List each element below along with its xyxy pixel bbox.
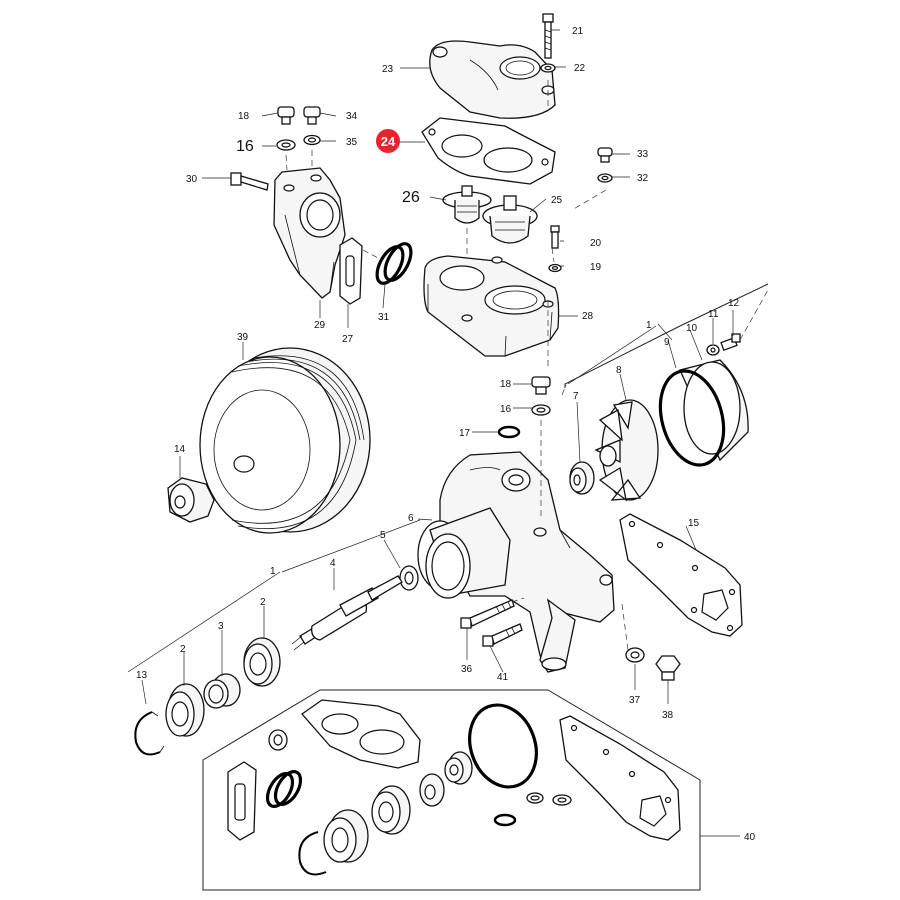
label-7: 7 — [573, 391, 579, 402]
label-33: 33 — [637, 149, 649, 160]
washer-37 — [625, 647, 645, 663]
label-25: 25 — [551, 195, 563, 206]
label-23: 23 — [382, 64, 394, 75]
label-27: 27 — [342, 334, 354, 345]
plug-18-lower — [531, 376, 551, 395]
label-35: 35 — [346, 137, 358, 148]
pulley-39 — [199, 347, 371, 534]
label-5: 5 — [380, 530, 386, 541]
thermostat-25 — [482, 195, 538, 244]
label-16-lower: 16 — [500, 404, 512, 415]
seal-7 — [569, 461, 595, 495]
highlight-marker-24[interactable] — [376, 129, 400, 153]
label-4: 4 — [330, 558, 336, 569]
plug-38 — [655, 655, 681, 681]
plug-34 — [303, 106, 321, 125]
ring-5 — [399, 565, 419, 591]
label-31: 31 — [378, 312, 390, 323]
thermostat-housing-28 — [423, 255, 560, 357]
circlip-13 — [134, 711, 165, 756]
washer-35 — [303, 134, 321, 146]
washer-32 — [597, 173, 613, 183]
o-ring-17 — [497, 425, 521, 439]
label-15: 15 — [688, 518, 700, 529]
gasket-15 — [619, 513, 743, 637]
leader-lines — [127, 29, 769, 837]
bearing-2-lower — [165, 683, 205, 737]
label-13: 13 — [136, 670, 148, 681]
label-39: 39 — [237, 332, 249, 343]
washer-11 — [706, 344, 720, 356]
label-19: 19 — [590, 262, 602, 273]
label-41: 41 — [497, 672, 509, 683]
bolt-41 — [482, 623, 523, 647]
pump-housing-6 — [417, 451, 615, 673]
bolt-36 — [460, 599, 515, 629]
label-22: 22 — [574, 63, 586, 74]
gasket-24 — [421, 117, 556, 185]
label-28: 28 — [582, 311, 594, 322]
impeller-8 — [594, 399, 659, 502]
gasket-27 — [339, 237, 363, 305]
assembly-bracket-upper — [564, 283, 769, 388]
cover-10 — [679, 359, 749, 462]
label-1-lower: 1 — [270, 566, 276, 577]
label-2-upper: 2 — [260, 597, 266, 608]
repair-kit-40 — [202, 689, 701, 891]
label-20: 20 — [590, 238, 602, 249]
label-11: 11 — [708, 309, 719, 320]
label-18-upper: 18 — [238, 111, 250, 122]
washer-22 — [540, 63, 556, 73]
label-30: 30 — [186, 174, 198, 185]
label-36: 36 — [461, 664, 473, 675]
plug-33 — [597, 147, 613, 163]
spacer-3 — [203, 673, 241, 709]
label-29: 29 — [314, 320, 326, 331]
label-3: 3 — [218, 621, 224, 632]
washer-16-lower — [531, 404, 551, 416]
bolt-12 — [720, 333, 741, 351]
label-6: 6 — [408, 513, 414, 524]
washer-16-upper — [276, 139, 296, 151]
label-14: 14 — [174, 444, 186, 455]
label-40: 40 — [744, 832, 756, 843]
label-34: 34 — [346, 111, 358, 122]
label-1-upper: 1 — [646, 320, 652, 331]
o-ring-9 — [658, 369, 726, 467]
washer-19 — [548, 263, 562, 273]
label-8: 8 — [616, 365, 622, 376]
label-24: 24 — [381, 134, 396, 149]
bearing-2-upper — [243, 637, 281, 687]
label-17: 17 — [459, 428, 471, 439]
label-12: 12 — [728, 298, 740, 309]
elbow-29 — [273, 167, 346, 299]
label-10: 10 — [686, 323, 698, 334]
label-37: 37 — [629, 695, 641, 706]
part-labels: 21 22 23 24 33 32 26 25 20 19 18 16 34 3… — [136, 26, 756, 843]
o-ring-31 — [375, 242, 413, 285]
label-32: 32 — [637, 173, 649, 184]
label-38: 38 — [662, 710, 674, 721]
label-2-lower: 2 — [180, 644, 186, 655]
label-9: 9 — [664, 337, 670, 348]
hub-nut-14 — [167, 477, 215, 523]
label-26: 26 — [402, 189, 420, 206]
screw-20 — [550, 225, 560, 249]
label-21: 21 — [572, 26, 584, 37]
shaft-4 — [291, 575, 403, 651]
label-18-lower: 18 — [500, 379, 512, 390]
bolt-21 — [542, 13, 554, 59]
plug-18-upper — [277, 106, 295, 125]
thermostat-cover — [429, 40, 556, 119]
bolt-30 — [230, 172, 269, 191]
label-16-upper: 16 — [236, 138, 254, 155]
thermostat-26 — [442, 185, 492, 224]
